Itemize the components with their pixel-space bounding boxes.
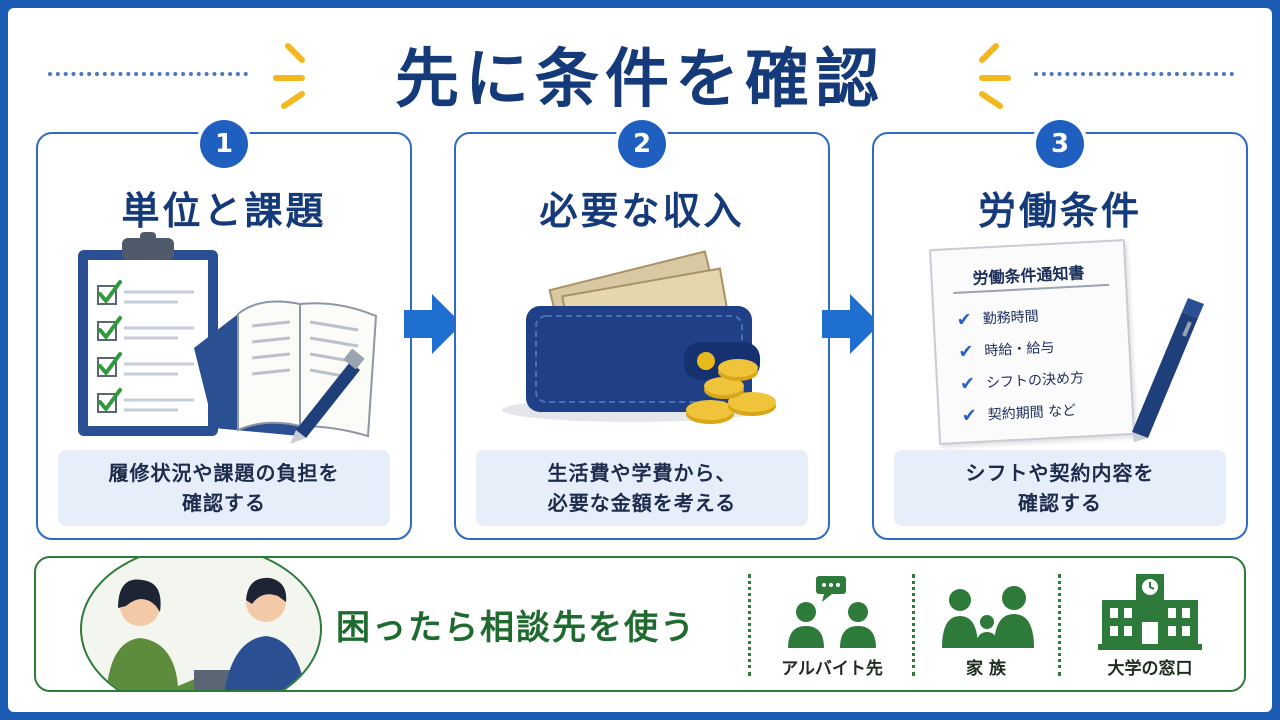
open-book-icon [194,300,378,438]
caption-line: 履修状況や課題の負担を [108,461,340,485]
caption-line: 確認する [1018,491,1102,515]
resource-university: 大学の窓口 [1080,572,1220,679]
check-icon: ✔ [956,308,973,331]
consult-panel: 困ったら相談先を使う アルバイト先 家 族 [34,556,1246,692]
notice-checklist: ✔ 勤務時間 ✔ 時給・給与 ✔ シフトの決め方 ✔ 契約期間 など [956,295,1132,432]
two-people-talking-icon [106,577,306,690]
coins-icon [686,359,776,424]
step-caption: 履修状況や課題の負担を 確認する [58,450,390,526]
checklist-item: 勤務時間 [982,308,1040,328]
divider [1058,574,1061,676]
check-icon: ✔ [961,404,978,427]
checklist-item: シフトの決め方 [985,370,1085,392]
clipboard-icon [78,232,218,436]
checklist-item: 契約期間 など [987,402,1077,424]
spark-right-icon [979,43,1011,109]
divider [748,574,751,676]
caption-line: シフトや契約内容を [965,461,1155,485]
university-building-icon [1098,574,1202,650]
resource-family: 家 族 [916,572,1056,679]
caption-line: 確認する [182,491,266,515]
step-number-2: 2 [618,120,666,168]
page-title: 先に条件を確認 [395,43,885,117]
step-caption: 生活費や学費から、 必要な金額を考える [476,450,808,526]
pen-icon [290,348,365,444]
title-dots-left [48,72,248,76]
coworkers-chat-icon [788,576,876,648]
clipboard-book-illustration [78,232,378,444]
step-title: 単位と課題 [121,189,327,233]
resource-label: アルバイト先 [781,659,883,679]
step-title: 必要な収入 [539,189,745,233]
resource-workplace: アルバイト先 [762,572,902,679]
step-card-2: 必要な収入 生活費や学費から、 必要な金額を考える [454,132,830,540]
consult-title: 困ったら相談先を使う [336,608,696,648]
step-caption: シフトや契約内容を 確認する [894,450,1226,526]
divider [912,574,915,676]
check-icon: ✔ [957,340,975,363]
step-number-3: 3 [1036,120,1084,168]
notice-document: 労働条件通知書 ✔ 勤務時間 ✔ 時給・給与 ✔ シフトの決め方 ✔ 契約期間 … [929,239,1135,445]
caption-line: 必要な金額を考える [547,491,737,515]
step-card-3: 労働条件 労働条件通知書 ✔ 勤務時間 ✔ 時給・給与 ✔ シフトの決め方 ✔ … [872,132,1248,540]
resource-label: 大学の窓口 [1107,659,1193,679]
caption-line: 生活費や学費から、 [547,461,737,485]
spark-left-icon [273,43,305,109]
title-dots-right [1034,72,1234,76]
resource-label: 家 族 [966,659,1006,679]
step-card-1: 単位と課題 [36,132,412,540]
check-icon: ✔ [959,372,976,395]
arrow-right-icon [404,294,462,354]
arrow-right-icon [822,294,880,354]
step-title: 労働条件 [977,189,1142,233]
family-icon [942,586,1034,648]
consultation-illustration [80,558,322,690]
step-number-1: 1 [200,120,248,168]
wallet-illustration [502,250,776,424]
checklist-item: 時給・給与 [984,339,1055,360]
pen-icon [1132,298,1204,442]
